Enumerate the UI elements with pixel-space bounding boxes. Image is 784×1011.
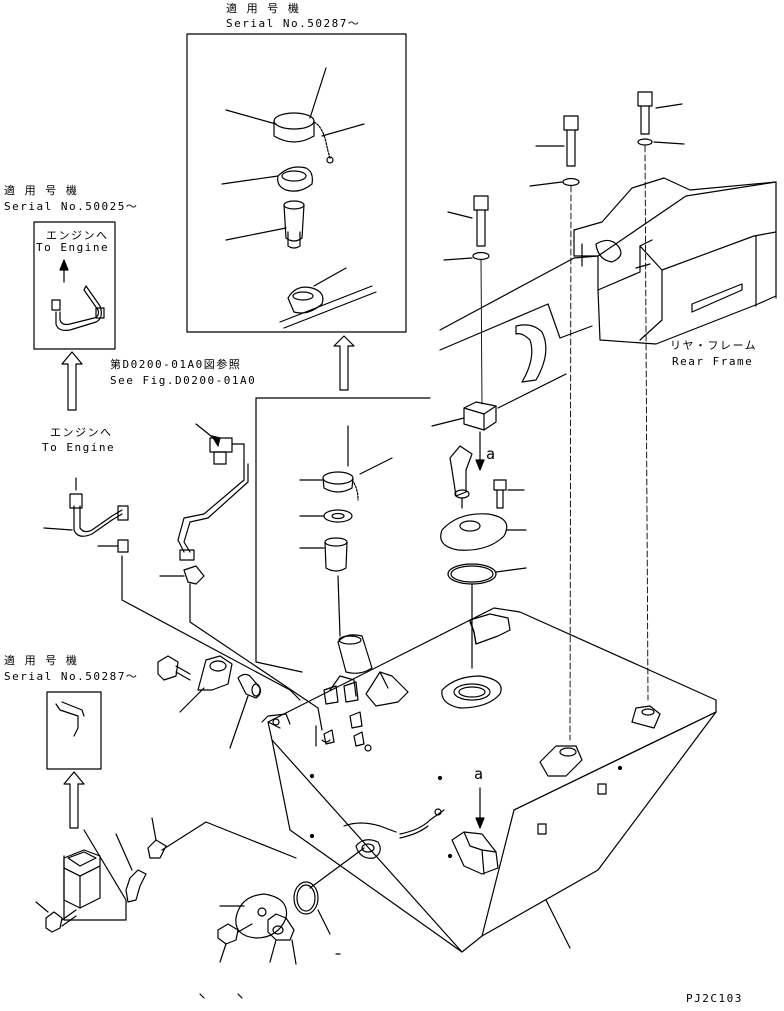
tank-fittings — [323, 681, 372, 752]
connector-line-b — [189, 583, 323, 731]
cap-center — [322, 471, 359, 501]
drawing-code: PJ2C103 — [686, 992, 743, 1005]
bolt-right-3 — [443, 195, 490, 261]
inset-box-center — [255, 397, 431, 673]
centerline-3 — [480, 259, 483, 405]
fitting-center — [159, 565, 205, 585]
serial-left-jp: 適 用 号 機 — [4, 184, 79, 197]
cap-with-chain-top — [273, 112, 334, 164]
spacer-block — [431, 373, 567, 431]
strainer-center — [324, 537, 348, 572]
inset-box-bottom — [46, 691, 102, 770]
elbow-fitting — [449, 445, 473, 509]
engine-en: To Engine — [42, 441, 116, 454]
serial-bottom-jp: 適 用 号 機 — [4, 654, 79, 667]
centerline-2 — [569, 185, 572, 741]
rear-frame — [439, 177, 777, 383]
elbow-bottom — [115, 833, 147, 903]
connector-line-c — [161, 821, 297, 859]
cap-base-center — [323, 509, 353, 523]
marker-a-lower: a — [474, 765, 485, 783]
gasket — [447, 563, 527, 669]
connector-line-a — [121, 555, 301, 701]
bolt-cover — [493, 479, 525, 509]
adapter-left — [229, 673, 262, 749]
marker-a-upper-arrow — [475, 431, 485, 471]
leader-lines-center — [299, 425, 393, 637]
serial-top-jp: 適 用 号 機 — [226, 2, 301, 15]
leader-lines-top — [221, 67, 365, 287]
drain-plate — [219, 893, 288, 939]
rear-frame-en: Rear Frame — [672, 355, 754, 368]
bolt-right-1 — [637, 91, 685, 146]
drain-valve — [267, 913, 297, 965]
arrow-up-left — [61, 351, 83, 411]
arrow-up-center — [333, 335, 355, 391]
serial-bottom-en: Serial No.50287～ — [4, 670, 139, 683]
leader-stub-1 — [199, 993, 205, 999]
marker-a-upper: a — [486, 445, 497, 463]
fitting-left — [97, 539, 129, 553]
filler-neck-center — [337, 634, 373, 674]
bolt-left — [157, 655, 191, 681]
leader-stub-2 — [237, 993, 243, 999]
serial-top-en: Serial No.50287～ — [226, 17, 361, 30]
pipe-to-engine — [43, 477, 129, 537]
inset-box-top — [186, 33, 407, 333]
filler-neck-top — [279, 285, 377, 329]
bolt-bottom-left — [35, 901, 77, 933]
drain-bolt — [217, 923, 253, 963]
bracket-bottom — [63, 849, 101, 909]
arrow-up-bottom — [63, 771, 85, 829]
cap-base-top — [277, 166, 313, 192]
pipe-left-inset — [51, 259, 105, 331]
clamp-left — [179, 655, 233, 713]
inset-engine-jp: エンジンへ — [46, 229, 109, 242]
pipe-fig-ref — [177, 423, 249, 561]
bracket-outline-bottom — [63, 829, 127, 921]
serial-left-en: Serial No.50025～ — [4, 200, 139, 213]
strainer-top — [283, 200, 305, 249]
inset-box-left — [33, 221, 116, 350]
fig-ref-jp: 第D0200-01A0図参照 — [110, 358, 242, 371]
fuel-tank — [261, 607, 717, 953]
cover-plate — [440, 513, 527, 551]
bolt-right-2 — [529, 115, 580, 187]
marker-a-lower-arrow — [475, 787, 485, 829]
centerline-1 — [644, 145, 649, 701]
fig-ref-en: See Fig.D0200-01A0 — [110, 374, 257, 387]
clamp-inset-bottom — [55, 701, 85, 737]
clip-bottom — [147, 817, 167, 859]
rear-frame-jp: リヤ・フレーム — [670, 339, 758, 352]
inset-engine-en: To Engine — [36, 241, 110, 254]
engine-jp: エンジンへ — [50, 426, 113, 439]
o-ring-bottom — [293, 847, 365, 935]
